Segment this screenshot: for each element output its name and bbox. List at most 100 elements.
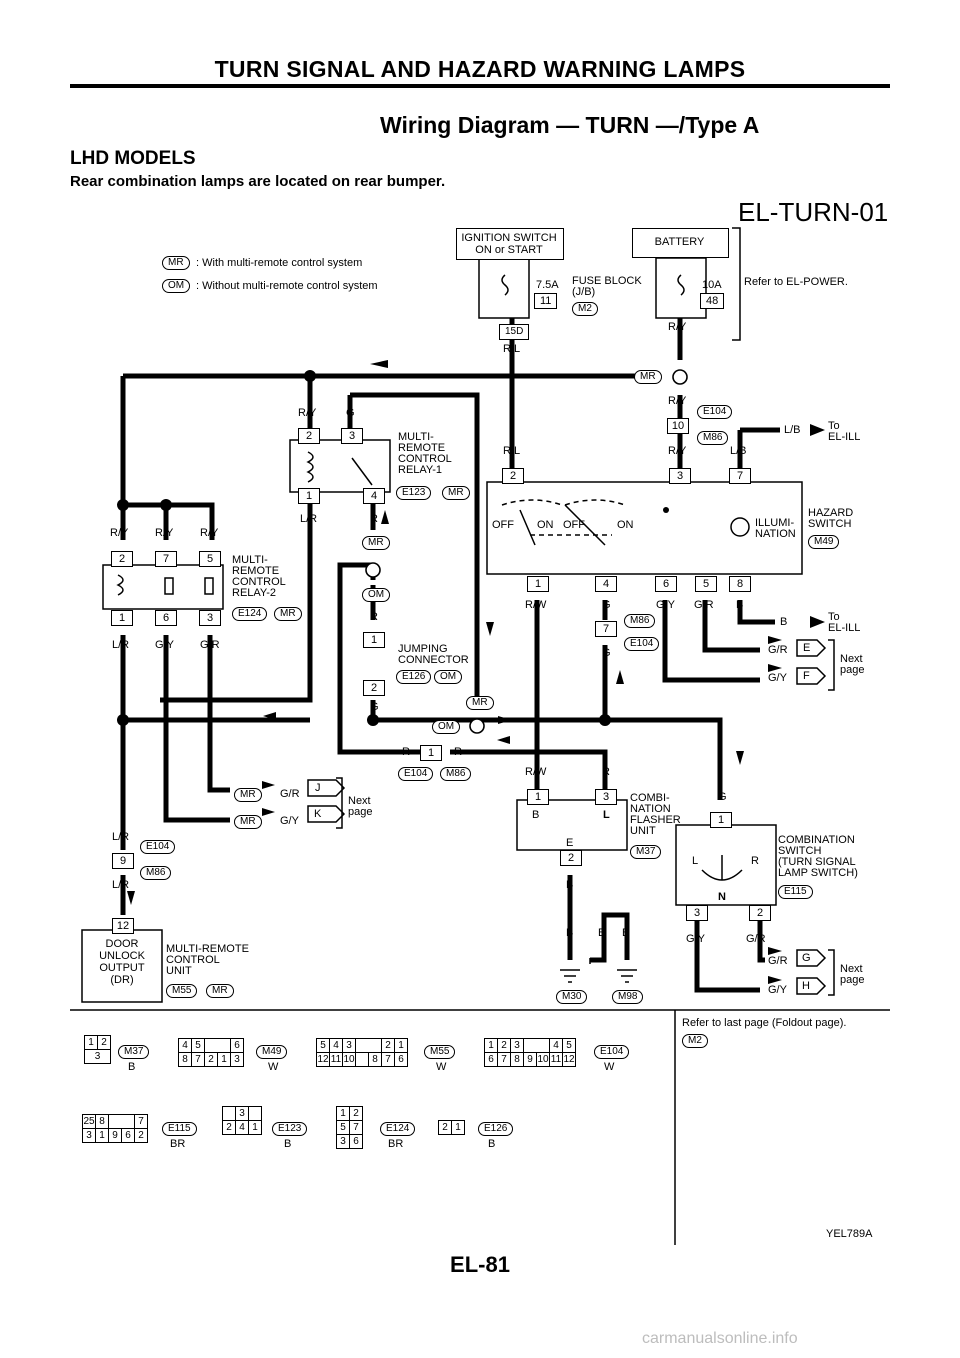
- pin-1-relay1: 1: [298, 488, 320, 504]
- pin-3-relay2: 3: [199, 610, 221, 626]
- pin-5-hazard: 5: [695, 576, 717, 592]
- hazard-on-1: ON: [537, 519, 554, 531]
- wire-b-3: B: [566, 879, 574, 891]
- conn-m98: M98: [612, 990, 644, 1004]
- pin-6-relay2: 6: [155, 610, 177, 626]
- cv-m55-id: M55: [424, 1045, 456, 1059]
- wire-g-4: G: [602, 647, 611, 659]
- fuse2-amp: 10A: [702, 279, 722, 291]
- wire-gy-3: G/Y: [686, 933, 705, 945]
- wire-rw-2: R/W: [525, 766, 547, 778]
- letter-e: E: [803, 642, 811, 654]
- wire-g-1: G: [346, 407, 355, 419]
- wire-g-5: G: [718, 791, 727, 803]
- combo-r: R: [751, 855, 759, 867]
- pin-4-relay1: 4: [363, 488, 385, 504]
- hazard-on-2: ON: [617, 519, 634, 531]
- wire-gr-3: G/R: [746, 933, 766, 945]
- pin-2-relay1: 2: [298, 428, 320, 444]
- pin-2-jumping: 2: [363, 680, 385, 696]
- wire-b-5: B: [598, 927, 606, 939]
- cv-e126-id: E126: [478, 1122, 514, 1136]
- wire-b-6: B: [622, 927, 630, 939]
- page-number: EL-81: [450, 1252, 510, 1277]
- cv-e126-color: B: [488, 1138, 496, 1150]
- conn-m55-mr: MR: [206, 984, 234, 998]
- letter-g: G: [802, 952, 811, 964]
- conn-e123: E123: [396, 486, 432, 500]
- conn-e126: E126: [396, 670, 432, 684]
- wire-r-3: R: [402, 746, 410, 758]
- conn-m37: M37: [630, 845, 662, 859]
- conn-e104-2: E104: [140, 840, 176, 854]
- wire-g-3: G: [602, 599, 611, 611]
- hazard-off-2: OFF: [563, 519, 585, 531]
- fuse2-number: 48: [700, 293, 725, 309]
- conn-m55: M55: [166, 984, 198, 998]
- cv-m55-color: W: [436, 1061, 447, 1073]
- wire-rl-2: R/L: [503, 445, 521, 457]
- pin-1-combo: 1: [710, 812, 732, 828]
- wire-ry-3: R/Y: [110, 527, 129, 539]
- conn-m86-3: M86: [697, 431, 729, 445]
- wire-gr-g: G/R: [768, 955, 788, 967]
- flasher-b: B: [532, 809, 540, 821]
- wire-r-1: R: [370, 513, 378, 525]
- wire-ry-4: R/Y: [155, 527, 174, 539]
- conn-m86-1: M86: [440, 767, 472, 781]
- conn-e124: E124: [232, 607, 268, 621]
- combo-l: L: [692, 855, 699, 867]
- cv-e115-id: E115: [162, 1122, 197, 1136]
- wire-lr-3: L/R: [112, 831, 130, 843]
- legend-om-text: : Without multi-remote control system: [196, 280, 378, 292]
- cv-e115-color: BR: [170, 1138, 186, 1150]
- wire-g-2: G: [370, 701, 379, 713]
- pin-8-hazard: 8: [729, 576, 751, 592]
- conn-e124-mr: MR: [274, 607, 302, 621]
- illumination-label: ILLUMI-NATION: [755, 517, 796, 540]
- cv-e123-id: E123: [272, 1122, 308, 1136]
- conn-e104-4: E104: [624, 637, 660, 651]
- wire-lb-2: L/B: [730, 445, 747, 457]
- diagram-title: Wiring Diagram — TURN —/Type A: [380, 112, 760, 138]
- tag-mr-2: MR: [466, 696, 494, 710]
- wire-b-2: B: [780, 616, 788, 628]
- refer-foldout: Refer to last page (Foldout page).: [682, 1017, 847, 1029]
- header-rule: [70, 84, 890, 88]
- cv-m37-color: B: [128, 1061, 136, 1073]
- fuse1-amp: 7.5A: [536, 279, 559, 291]
- pin-10-e104: 10: [667, 418, 689, 434]
- pin-2-hazard: 2: [502, 468, 524, 484]
- conn-e123-mr: MR: [442, 486, 470, 500]
- wire-ry-7: R/Y: [668, 445, 687, 457]
- tag-mr-j: MR: [234, 788, 262, 802]
- conn-e104-3: E104: [697, 405, 733, 419]
- combo-n: N: [718, 891, 726, 903]
- tag-mr-1: MR: [362, 536, 390, 550]
- wire-gr-2: G/R: [694, 599, 714, 611]
- flasher-l: L: [603, 809, 610, 821]
- pin-5-relay2: 5: [199, 551, 221, 567]
- ignition-switch-box: [456, 228, 564, 260]
- cv-e104-color: W: [604, 1061, 615, 1073]
- pin-1-e104: 1: [420, 745, 442, 761]
- wire-ry-2: R/Y: [298, 407, 317, 419]
- conn-m49: M49: [808, 535, 840, 549]
- pin-7-m86: 7: [595, 621, 617, 637]
- pin-9-e104: 9: [112, 853, 134, 869]
- conn-e126-om: OM: [434, 670, 463, 684]
- section-title: TURN SIGNAL AND HAZARD WARNING LAMPS: [214, 56, 746, 82]
- wire-gy-f: G/Y: [768, 672, 787, 684]
